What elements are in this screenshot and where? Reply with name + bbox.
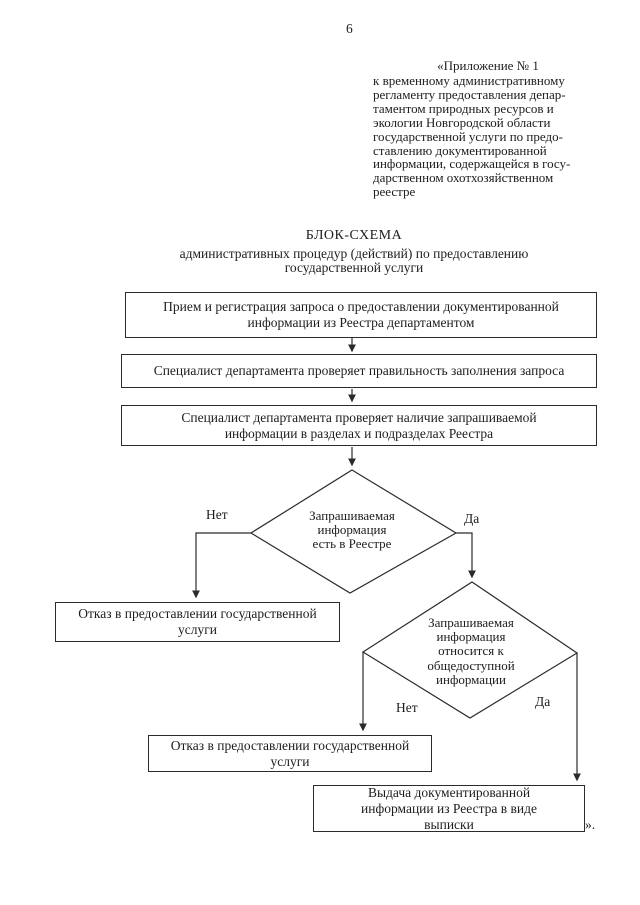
connector-decision1-no-refusal1 [192,532,251,599]
page-number: 6 [346,21,353,36]
appendix-note-body: к временному административному регламент… [373,73,571,200]
refusal-box-2: Отказ в предоставлении государственной у… [148,735,432,772]
decision2-no-branch-label: Нет [396,700,418,715]
decision1-label: Запрашиваемая информация есть в Реестре [309,508,395,552]
decision1-yes-branch-label: Да [464,511,480,526]
refusal-box-1: Отказ в предоставлении государственной у… [55,602,340,642]
appendix-note-heading: «Приложение № 1 [437,58,539,73]
process-box-step3: Специалист департамента проверяет наличи… [121,405,597,446]
decision2-label: Запрашиваемая информация относится к общ… [427,615,515,687]
process-box-step2: Специалист департамента проверяет правил… [121,354,597,388]
final-output-box: Выдача документированной информации из Р… [313,785,585,832]
decision1-no-branch-label: Нет [206,507,228,522]
decision2-yes-branch-label: Да [535,694,551,709]
connector-decision1-yes-decision2 [456,532,476,579]
page-subtitle: административных процедур (действий) по … [179,246,529,275]
process-box-step1: Прием и регистрация запроса о предоставл… [125,292,597,338]
closing-quote-mark: ». [585,817,596,832]
page-title: БЛОК-СХЕМА [305,228,403,243]
